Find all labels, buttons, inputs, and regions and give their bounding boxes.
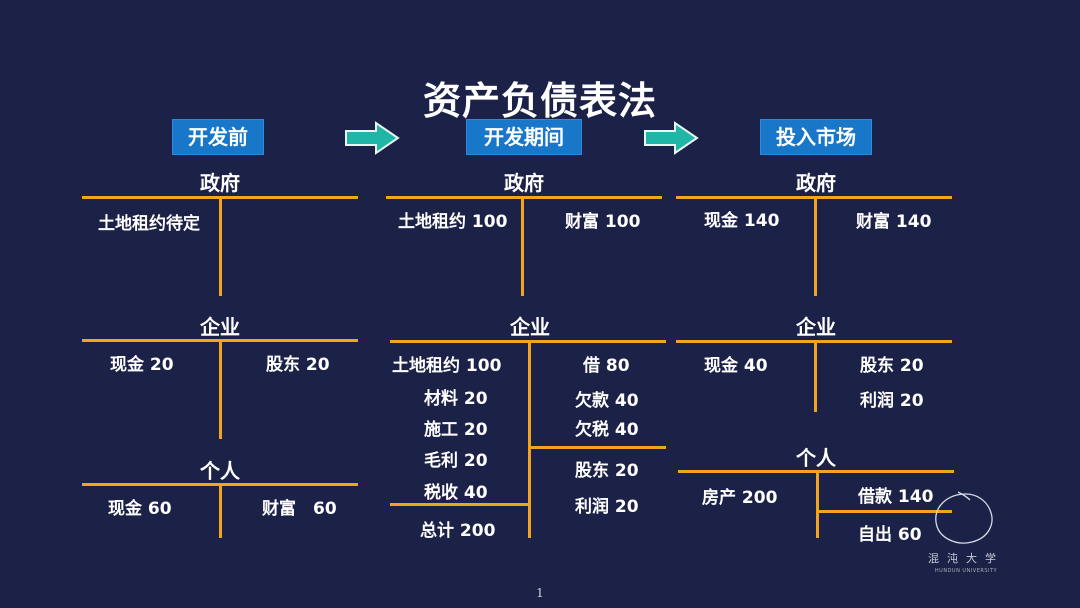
section-heading-enterprise: 企业 xyxy=(510,315,550,339)
liability-item: 财富 100 xyxy=(565,212,641,232)
liability-item: 股东 20 xyxy=(266,355,330,375)
liability-item: 借款 140 xyxy=(858,487,934,507)
liability-item: 自出 60 xyxy=(858,525,922,545)
asset-item: 土地租约 100 xyxy=(398,212,508,232)
section-heading-individual: 个人 xyxy=(796,446,836,470)
liability-item: 财富 140 xyxy=(856,212,932,232)
asset-subtotal-line xyxy=(390,503,530,506)
section-heading-government: 政府 xyxy=(504,171,544,195)
asset-item: 税收 40 xyxy=(424,483,488,503)
asset-item: 现金 20 xyxy=(110,355,174,375)
asset-item: 现金 40 xyxy=(704,356,768,376)
logo-circle-icon xyxy=(935,491,993,544)
liability-item: 财富 60 xyxy=(262,499,337,519)
asset-item: 施工 20 xyxy=(424,420,488,440)
t-account-divider xyxy=(814,340,817,412)
logo-subtitle: HUNDUN UNIVERSITY xyxy=(934,568,998,574)
asset-item: 土地租约 100 xyxy=(392,356,502,376)
page-number: 1 xyxy=(536,586,544,600)
asset-item: 现金 140 xyxy=(704,211,780,231)
t-account-divider xyxy=(219,483,222,538)
liability-item: 欠税 40 xyxy=(575,420,639,440)
equity-item: 利润 20 xyxy=(575,497,639,517)
asset-item: 材料 20 xyxy=(424,389,488,409)
section-heading-government: 政府 xyxy=(200,171,240,195)
t-account-divider xyxy=(521,196,524,296)
t-account-divider xyxy=(816,470,819,538)
equity-item: 股东 20 xyxy=(860,356,924,376)
right-arrow-icon xyxy=(644,121,699,155)
liability-item: 借 80 xyxy=(583,356,630,376)
university-logo: 混沌大学 HUNDUN UNIVERSITY xyxy=(926,488,1006,578)
page-title: 资产负债表法 xyxy=(422,79,657,123)
section-heading-individual: 个人 xyxy=(200,459,240,483)
asset-item: 现金 60 xyxy=(108,499,172,519)
liability-subtotal-line xyxy=(530,446,666,449)
equity-item: 利润 20 xyxy=(860,391,924,411)
liability-item: 欠款 40 xyxy=(575,391,639,411)
stage-label-during-development: 开发期间 xyxy=(466,119,582,155)
asset-total: 总计 200 xyxy=(420,521,496,541)
logo-name: 混沌大学 xyxy=(928,552,1004,565)
t-account-divider xyxy=(219,339,222,439)
right-arrow-icon xyxy=(345,121,400,155)
section-heading-enterprise: 企业 xyxy=(200,315,240,339)
t-account-divider xyxy=(528,340,531,538)
stage-label-market-launch: 投入市场 xyxy=(760,119,872,155)
liability-subtotal-line xyxy=(818,510,952,513)
equity-item: 股东 20 xyxy=(575,461,639,481)
asset-item: 土地租约待定 xyxy=(98,214,200,234)
asset-item: 毛利 20 xyxy=(424,451,488,471)
stage-label-before-development: 开发前 xyxy=(172,119,264,155)
asset-item: 房产 200 xyxy=(702,488,778,508)
t-account-top-line xyxy=(386,196,662,199)
section-heading-government: 政府 xyxy=(796,171,836,195)
section-heading-enterprise: 企业 xyxy=(796,315,836,339)
t-account-divider xyxy=(814,196,817,296)
t-account-divider xyxy=(219,196,222,296)
